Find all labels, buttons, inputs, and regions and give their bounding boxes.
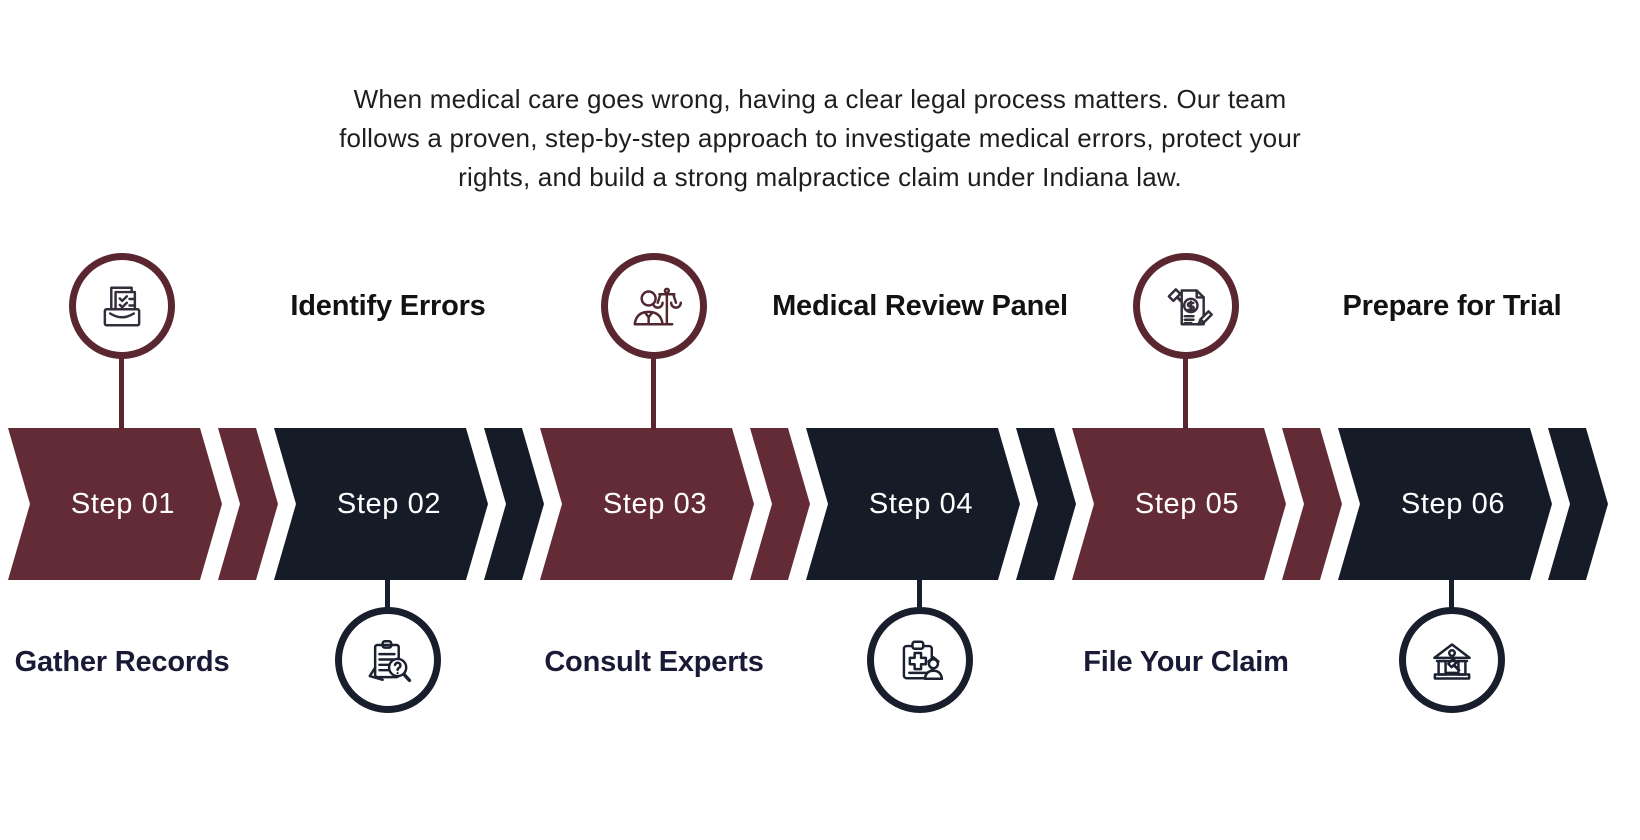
step-title-6: Prepare for Trial [1342,290,1562,322]
step-label-4: Step 04 [868,487,974,520]
step-chevron-5: Step 05 [1072,428,1286,580]
connector-line-4 [917,578,922,609]
step-icon-circle-1 [69,253,175,359]
step-chevron-2: Step 02 [274,428,488,580]
chevron-separator-2 [484,428,544,580]
identify-errors-icon [368,640,412,683]
step-icon-circle-5 [1133,253,1239,359]
step-label-3: Step 03 [602,487,708,520]
step-icon-circle-2 [335,607,441,713]
step-chevron-1: Step 01 [8,428,222,580]
consult-experts-icon [633,287,683,326]
step-title-5: File Your Claim [1083,646,1289,678]
chevron-separator-1 [218,428,278,580]
connector-line-6 [1449,578,1454,609]
step-chevron-3: Step 03 [540,428,754,580]
chevron-separator-6 [1548,428,1608,580]
step-icon-circle-6 [1399,607,1505,713]
step-icon-circle-3 [601,253,707,359]
step-label-1: Step 01 [70,487,176,520]
connector-line-2 [385,578,390,609]
chevron-separator-3 [750,428,810,580]
intro-paragraph: When medical care goes wrong, having a c… [339,84,1301,192]
chevron-separator-5 [1282,428,1342,580]
step-label-6: Step 06 [1400,487,1506,520]
connector-line-3 [651,352,656,430]
medical-review-panel-icon [902,640,944,680]
file-your-claim-icon [1167,288,1213,326]
chevron-separator-4 [1016,428,1076,580]
step-chevron-6: Step 06 [1338,428,1552,580]
step-label-2: Step 02 [336,487,442,520]
gather-records-icon [103,286,141,327]
step-icon-circle-4 [867,607,973,713]
step-title-4: Medical Review Panel [772,290,1068,322]
step-title-1: Gather Records [14,646,230,678]
connector-line-5 [1183,352,1188,430]
step-label-5: Step 05 [1134,487,1240,520]
step-title-3: Consult Experts [544,646,764,678]
prepare-for-trial-icon [1433,643,1471,680]
connector-line-1 [119,352,124,430]
step-title-2: Identify Errors [290,290,486,322]
step-chevron-4: Step 04 [806,428,1020,580]
